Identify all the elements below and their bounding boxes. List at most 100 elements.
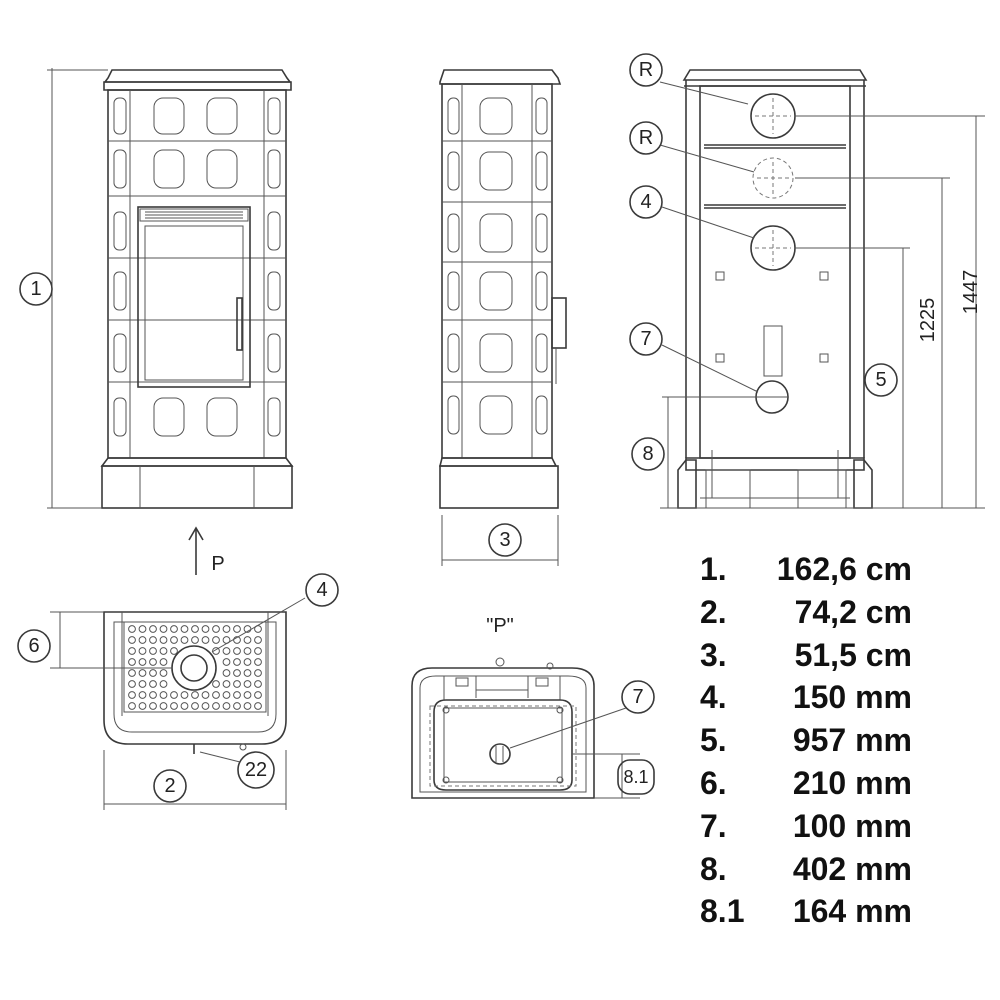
grill-hole [170, 647, 178, 655]
grill-hole [138, 636, 147, 644]
grill-hole [243, 680, 252, 688]
grill-hole [180, 691, 189, 699]
grill-hole [128, 636, 136, 644]
legend-row: 8.1 164 mm [700, 890, 930, 933]
legend-key: 6. [700, 764, 727, 801]
grill-hole [254, 636, 262, 644]
grill-hole [128, 647, 136, 655]
legend-key: 8. [700, 850, 727, 887]
grill-hole [201, 636, 210, 644]
grill-hole [138, 647, 147, 655]
grill-hole [233, 669, 241, 677]
rear-outlet-marker-b: R [639, 127, 653, 149]
grill-hole [222, 658, 231, 666]
legend-row: 7.100 mm [700, 805, 930, 848]
dim-1447-label: 1447 [960, 270, 982, 315]
grill-hole [159, 636, 168, 644]
grill-hole [212, 702, 220, 710]
rear-outlet-middle [752, 157, 794, 199]
grill-hole [180, 702, 189, 710]
grill-hole [233, 658, 241, 666]
legend-key: 2. [700, 593, 727, 630]
bottom-air-inlet [489, 743, 511, 765]
air-inlet-height-marker: 8 [642, 443, 653, 465]
grill-hole [212, 625, 220, 633]
grill-hole [149, 636, 157, 644]
legend-value: 210 mm [792, 764, 912, 801]
grill-hole [159, 691, 168, 699]
flue-offset-marker: 6 [28, 635, 39, 657]
rear-flue-marker: 4 [640, 191, 651, 213]
grill-hole [222, 647, 231, 655]
grill-hole [159, 669, 168, 677]
grill-hole [149, 702, 157, 710]
legend-row: 6. 210 mm [700, 762, 930, 805]
legend-row: 3.51,5 cm [700, 634, 930, 677]
connector-marker: 22 [245, 759, 267, 781]
grill-hole [191, 702, 199, 710]
legend-key: 1. [700, 551, 727, 587]
fire-door [137, 206, 251, 388]
grill-hole [138, 658, 147, 666]
grill-hole [254, 680, 262, 688]
grill-hole [149, 669, 157, 677]
grill-hole [233, 647, 241, 655]
grill-hole [128, 669, 136, 677]
legend-row: 4.150 mm [700, 676, 930, 719]
grill-hole [254, 669, 262, 677]
depth-marker-circle [488, 523, 522, 557]
height-marker-circle [19, 272, 53, 306]
grill-hole [201, 691, 210, 699]
grill-hole [128, 702, 136, 710]
grill-hole [159, 647, 168, 655]
rear-view: R R 4 7 8 5 1225 1447 [629, 53, 985, 509]
grill-hole [222, 702, 231, 710]
grill-hole [254, 658, 262, 666]
front-tile-pattern [113, 97, 281, 437]
grill-hole [128, 680, 136, 688]
grill-hole [222, 680, 231, 688]
legend-key: 5. [700, 722, 727, 759]
legend-row: 2.74,2 cm [700, 591, 930, 634]
side-tile-pattern [447, 97, 548, 435]
grill-hole [170, 702, 178, 710]
grill-hole [233, 680, 241, 688]
grill-hole [170, 625, 178, 633]
air-inlet-offset-marker-box [617, 759, 655, 795]
grill-hole [254, 647, 262, 655]
grill-hole [149, 691, 157, 699]
grill-hole [170, 691, 178, 699]
grill-hole [212, 636, 220, 644]
legend-row: 1.162,6 cm [700, 548, 930, 591]
grill-hole [254, 691, 262, 699]
view-p: "P" 7 8.1 [411, 615, 655, 799]
grill-hole [159, 658, 168, 666]
legend-value: 100 mm [792, 807, 912, 844]
width-marker: 2 [164, 775, 175, 797]
grill-hole [191, 691, 199, 699]
grill-hole [201, 702, 210, 710]
grill-hole [212, 647, 220, 655]
grill-hole [159, 702, 168, 710]
grill-hole [149, 625, 157, 633]
grill-hole [159, 680, 168, 688]
grill-hole [243, 658, 252, 666]
legend-row: 8.402 mm [700, 848, 930, 891]
grill-holes [128, 625, 262, 710]
grill-hole [149, 680, 157, 688]
legend-value: 150 mm [792, 679, 912, 716]
grill-hole [254, 702, 262, 710]
rear-outlet-marker-a: R [639, 59, 653, 81]
grill-hole [222, 625, 231, 633]
legend-key: 8.1 [700, 893, 745, 930]
rear-air-inlet-marker: 7 [640, 328, 651, 350]
grill-hole [212, 680, 220, 688]
legend-value: 164 mm [792, 893, 912, 930]
grill-hole [243, 647, 252, 655]
grill-hole [138, 702, 147, 710]
grill-hole [243, 669, 252, 677]
grill-hole [128, 625, 136, 633]
grill-hole [243, 702, 252, 710]
grill-hole [191, 636, 199, 644]
